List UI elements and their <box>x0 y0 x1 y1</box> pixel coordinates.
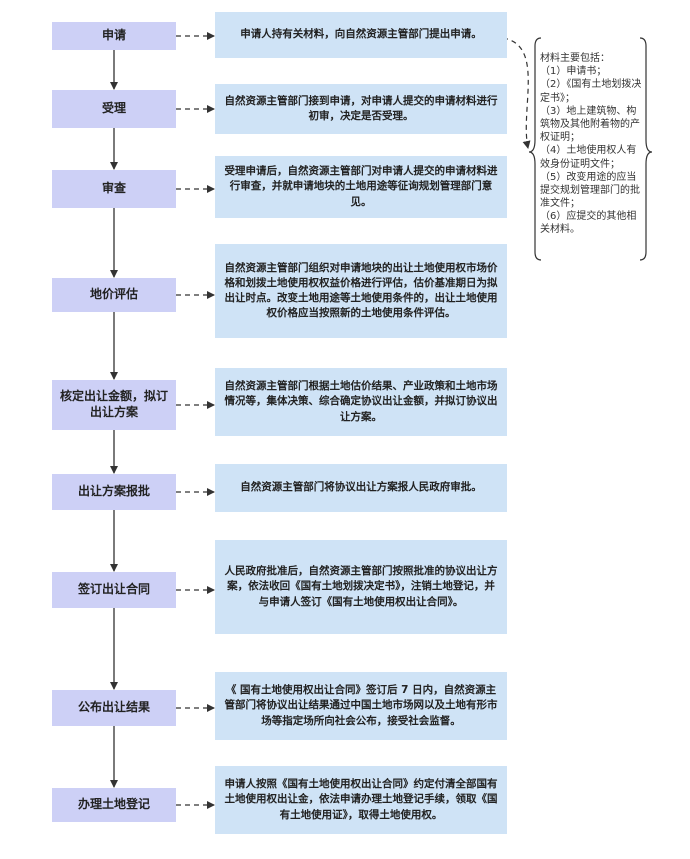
materials-bracket <box>528 37 542 261</box>
step-description: 自然资源主管部门根据土地估价结果、产业政策和土地市场情况等，集体决策、综合确定协… <box>215 368 507 436</box>
step-box: 受理 <box>52 90 176 128</box>
step-box: 出让方案报批 <box>52 474 176 510</box>
materials-item: （6）应提交的其他相关材料。 <box>540 211 637 236</box>
materials-item: （4）土地使用权人有效身份证明文件； <box>540 145 637 170</box>
step-description: 自然资源主管部门接到申请，对申请人提交的申请材料进行初审，决定是否受理。 <box>215 84 507 134</box>
materials-link-arrow <box>502 37 531 149</box>
step-description: 申请人按照《国有土地使用权出让合同》约定付清全部国有土地使用权出让金，依法申请办… <box>215 766 507 834</box>
step-box: 审查 <box>52 170 176 208</box>
step-box: 地价评估 <box>52 278 176 312</box>
step-description: 人民政府批准后，自然资源主管部门按照批准的协议出让方案，依法收回《国有土地划拨决… <box>215 540 507 634</box>
step-description: 《 国有土地使用权出让合同》签订后 7 日内，自然资源主管部门将协议出让结果通过… <box>215 672 507 740</box>
step-box: 核定出让金额，拟订出让方案 <box>52 380 176 430</box>
materials-bracket-right <box>639 37 653 261</box>
materials-item: （3）地上建筑物、构筑物及其他附着物的产权证明； <box>540 105 640 144</box>
materials-item: （2）《国有土地划拨决定书》； <box>540 79 642 104</box>
materials-item: （5）改变用途的应当提交规划管理部门的批准文件； <box>540 171 640 210</box>
materials-item: （1）申请书； <box>540 66 607 78</box>
step-description: 申请人持有关材料，向自然资源主管部门提出申请。 <box>215 12 507 58</box>
step-box: 公布出让结果 <box>52 690 176 726</box>
step-description: 受理申请后，自然资源主管部门对申请人提交的申请材料进行审查，并就申请地块的土地用… <box>215 156 507 218</box>
step-box: 申请 <box>52 22 176 50</box>
materials-title: 材料主要包括： <box>540 53 610 64</box>
step-description: 自然资源主管部门将协议出让方案报人民政府审批。 <box>215 464 507 512</box>
step-description: 自然资源主管部门组织对申请地块的出让土地使用权市场价格和划拨土地使用权权益价格进… <box>215 244 507 338</box>
step-box: 办理土地登记 <box>52 788 176 822</box>
materials-note: 材料主要包括： （1）申请书； （2）《国有土地划拨决定书》； （3）地上建筑物… <box>540 52 644 237</box>
step-box: 签订出让合同 <box>52 572 176 608</box>
